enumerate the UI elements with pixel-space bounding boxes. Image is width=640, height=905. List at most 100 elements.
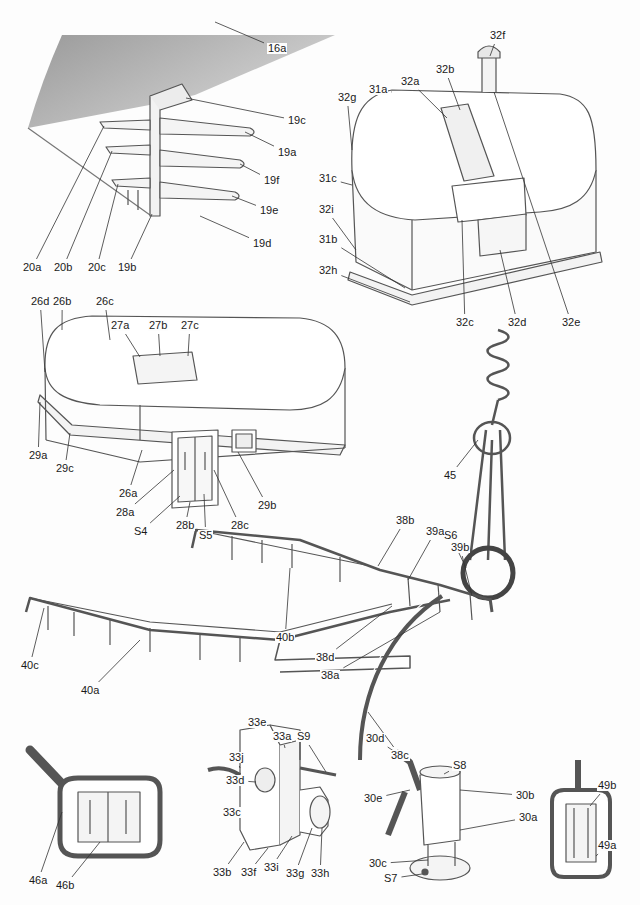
leader-line	[186, 98, 284, 118]
leader-line	[309, 745, 326, 772]
callout-number: 20b	[53, 262, 73, 273]
callout-number: 32a	[400, 76, 420, 87]
leader-line	[391, 91, 393, 92]
leader-line	[72, 842, 100, 877]
callout-number: 32d	[507, 317, 527, 328]
callout-number: 30a	[518, 812, 538, 823]
leader-line	[500, 250, 515, 314]
leader-line	[596, 854, 598, 856]
callout-number: 20a	[22, 262, 42, 273]
callout-number: 29a	[28, 450, 48, 461]
callout-number: 32b	[435, 64, 455, 75]
callout-number: 27a	[110, 320, 130, 331]
callout-number: S8	[452, 760, 467, 771]
callout-number: 33a	[272, 731, 292, 742]
callout-number: 27b	[148, 320, 168, 331]
leader-line	[248, 781, 256, 783]
callout-number: S4	[133, 526, 148, 537]
leader-line	[298, 828, 312, 865]
leader-line	[200, 216, 249, 238]
leader-line	[228, 842, 244, 864]
callout-number: 32e	[561, 317, 581, 328]
leader-line	[444, 771, 449, 774]
leader-line	[460, 820, 515, 830]
leader-line	[277, 836, 292, 859]
leader-line	[321, 828, 322, 865]
leader-line	[131, 214, 152, 259]
callout-number: 46a	[28, 875, 48, 886]
leader-line	[99, 640, 140, 682]
callout-number: 20c	[87, 262, 107, 273]
callout-number: 33c	[222, 807, 242, 818]
callout-number: 28a	[115, 507, 135, 518]
leader-line	[36, 126, 104, 259]
callout-number: 39b	[450, 542, 470, 553]
callout-number: 31c	[318, 173, 338, 184]
callout-number: 28c	[230, 520, 250, 531]
leader-line	[286, 568, 290, 629]
callout-number: 30d	[365, 733, 385, 744]
leader-line	[343, 612, 440, 668]
callout-number: 26c	[95, 296, 115, 307]
leader-line	[348, 106, 352, 150]
leader-line	[386, 790, 410, 795]
leader-line	[32, 608, 44, 657]
callout-number: 33b	[212, 867, 232, 878]
callout-number: 38d	[315, 652, 335, 663]
callout-number: 27c	[180, 320, 200, 331]
leader-line	[457, 440, 478, 467]
callout-number: 33f	[240, 867, 257, 878]
leader-line	[408, 540, 430, 580]
leader-line	[38, 402, 40, 447]
leader-line	[448, 78, 460, 110]
leader-line	[41, 812, 62, 872]
callout-number: 45	[443, 470, 457, 481]
callout-number: 26b	[52, 296, 72, 307]
callout-number: 40a	[80, 685, 100, 696]
leader-line	[341, 276, 410, 302]
callout-number: S7	[383, 873, 398, 884]
callout-number: 33j	[228, 752, 245, 763]
leader-line	[238, 452, 263, 497]
leader-line	[232, 196, 256, 205]
callout-number: 33g	[285, 868, 305, 879]
callout-number: 16a	[267, 43, 287, 54]
leader-line	[159, 334, 160, 356]
callout-number: 19b	[117, 262, 137, 273]
callout-number: 26d	[30, 296, 50, 307]
leader-line	[391, 860, 428, 863]
callout-number: 19a	[277, 147, 297, 158]
callout-number: 33e	[247, 717, 267, 728]
callout-number: 49a	[597, 840, 617, 851]
callout-number: 40c	[20, 660, 40, 671]
callout-number: 31b	[318, 234, 338, 245]
callout-number: 29c	[55, 463, 75, 474]
leader-line	[494, 92, 568, 314]
callout-number: 32c	[455, 317, 475, 328]
leader-line	[336, 606, 392, 649]
callout-number: 32g	[337, 92, 357, 103]
leader-line	[462, 220, 465, 314]
leader-line	[67, 151, 112, 259]
callout-number: 33h	[310, 868, 330, 879]
leader-line	[214, 470, 236, 517]
leader-line	[419, 90, 447, 118]
callout-number: 19f	[263, 175, 280, 186]
callout-number: 31a	[368, 84, 388, 95]
leader-line	[187, 502, 190, 517]
callout-number: S9	[296, 731, 311, 742]
leader-line	[131, 450, 142, 485]
leader-line	[41, 310, 45, 372]
leader-line	[245, 132, 274, 146]
callout-number: 33i	[263, 862, 280, 873]
callout-number: 38a	[320, 670, 340, 681]
callout-number: 49b	[597, 780, 617, 791]
leader-line	[401, 874, 422, 877]
leader-line	[462, 556, 472, 596]
callout-number: 19d	[252, 238, 272, 249]
leader-line	[590, 794, 600, 806]
callout-number: 40b	[275, 632, 295, 643]
